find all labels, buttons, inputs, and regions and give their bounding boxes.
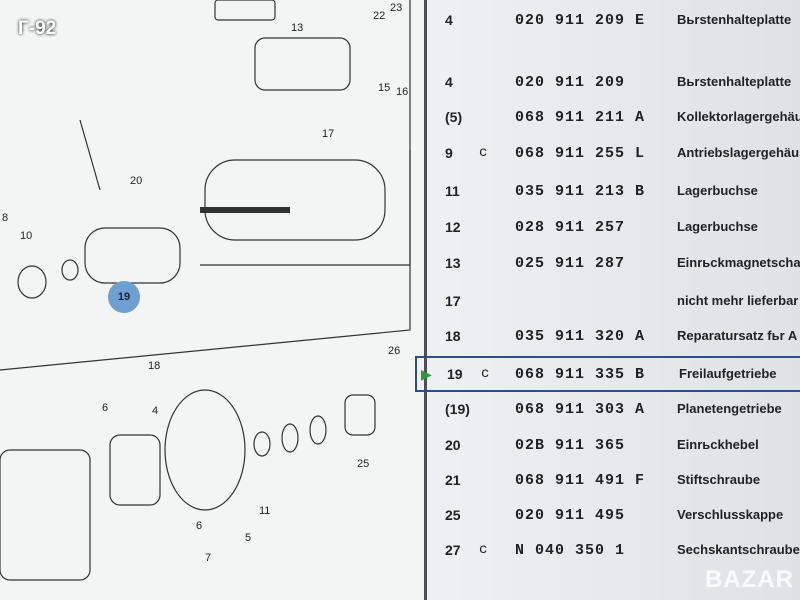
- cell-pos: 19: [447, 366, 463, 382]
- cell-number: 020 911 495: [515, 507, 626, 524]
- callout-8: 8: [2, 212, 9, 224]
- callout-5: 5: [245, 532, 252, 544]
- cell-code: c: [479, 145, 488, 161]
- callout-13: 13: [291, 22, 304, 34]
- table-row[interactable]: 12 028 911 257 Lagerbuchse: [427, 211, 800, 247]
- table-row[interactable]: 9 c 068 911 255 L Antriebslagergehäuse: [427, 137, 800, 173]
- table-row[interactable]: 21 068 911 491 F Stiftschraube: [427, 464, 800, 500]
- cell-pos: 20: [445, 437, 461, 453]
- table-row[interactable]: 4 020 911 209 E Bьrstenhalteplatte: [427, 4, 800, 40]
- cell-number: 068 911 491 F: [515, 472, 646, 489]
- table-row[interactable]: 4 020 911 209 Bьrstenhalteplatte: [427, 66, 800, 102]
- cell-pos: (19): [445, 401, 470, 417]
- callout-4: 4: [152, 405, 159, 417]
- cell-number: 028 911 257: [515, 219, 626, 236]
- callout-6: 6: [102, 402, 109, 414]
- cell-code: c: [479, 542, 488, 558]
- cell-pos: 27: [445, 542, 461, 558]
- cell-desc: Stiftschraube: [677, 472, 761, 487]
- table-row[interactable]: 11 035 911 213 B Lagerbuchse: [427, 175, 800, 211]
- cell-pos: 25: [445, 507, 461, 523]
- callout-15: 15: [378, 82, 391, 94]
- cell-desc: Lagerbuchse: [677, 219, 758, 234]
- table-row[interactable]: 13 025 911 287 Einrьckmagnetschalter: [427, 247, 800, 283]
- cell-pos: 12: [445, 219, 461, 235]
- cell-desc: nicht mehr lieferbar: [677, 293, 799, 308]
- cell-pos: 21: [445, 472, 461, 488]
- cell-desc: Kollektorlagergehäuse: [677, 109, 800, 124]
- watermark: BAZAR: [705, 566, 794, 593]
- callout-20: 20: [130, 175, 143, 187]
- callout-11: 11: [259, 505, 271, 517]
- callout-17: 17: [322, 128, 335, 140]
- exploded-parts-diagram: 13 22 23 15 16 17 20 8 10 19 18 26 6 4 2…: [0, 0, 411, 581]
- cell-pos: (5): [445, 109, 463, 125]
- parts-table: 4 020 911 209 E Bьrstenhalteplatte 4 020 911…: [415, 0, 800, 600]
- table-row[interactable]: 17 nicht mehr lieferbar: [427, 285, 800, 321]
- table-row[interactable]: ▶ 19 c 068 911 335 B Freilaufgetriebe: [415, 356, 800, 392]
- cell-desc: Bьrstenhalteplatte: [677, 12, 792, 27]
- cell-number: 068 911 255 L: [515, 145, 646, 162]
- cell-desc: Einrьckmagnetschalter: [677, 255, 800, 270]
- cell-pos: 13: [445, 255, 461, 271]
- cell-pos: 9: [445, 145, 453, 161]
- overlay-tag: Г-92: [18, 18, 57, 39]
- callout-22: 22: [373, 10, 386, 22]
- selected-row-arrow-icon: ▶: [421, 366, 432, 382]
- cell-pos: 11: [445, 183, 460, 199]
- cell-desc: Bьrstenhalteplatte: [677, 74, 792, 89]
- cell-number: 068 911 303 A: [515, 401, 646, 418]
- cell-desc: Sechskantschraube: [677, 542, 800, 557]
- cell-pos: 17: [445, 293, 461, 309]
- table-row[interactable]: (5) 068 911 211 A Kollektorlagergehäuse: [427, 101, 800, 137]
- cell-number: 068 911 335 B: [515, 366, 646, 383]
- callout-18: 18: [148, 360, 161, 372]
- cell-desc: Reparatursatz fьr A: [677, 328, 798, 343]
- cell-number: 020 911 209: [515, 74, 626, 91]
- cell-desc: Planetengetriebe: [677, 401, 782, 416]
- cell-number: 035 911 320 A: [515, 328, 646, 345]
- callout-16: 16: [396, 86, 409, 98]
- panel-divider[interactable]: [424, 0, 427, 600]
- callout-19-highlight[interactable]: 19: [108, 281, 140, 313]
- cell-code: c: [481, 366, 490, 382]
- cell-desc: Freilaufgetriebe: [679, 366, 777, 381]
- cell-number: 035 911 213 B: [515, 183, 646, 200]
- callout-10: 10: [20, 230, 33, 242]
- callout-7: 7: [205, 552, 212, 564]
- cell-desc: Antriebslagergehäuse: [677, 145, 800, 160]
- cell-number: 020 911 209 E: [515, 12, 646, 29]
- diagram-drawing: [0, 0, 411, 581]
- cell-number: 068 911 211 A: [515, 109, 646, 126]
- cell-desc: Einrьckhebel: [677, 437, 759, 452]
- callout-23: 23: [390, 2, 403, 14]
- table-row[interactable]: 18 035 911 320 A Reparatursatz fьr A: [427, 320, 800, 356]
- cell-number: 025 911 287: [515, 255, 626, 272]
- cell-pos: 18: [445, 328, 461, 344]
- callout-25: 25: [357, 458, 370, 470]
- cell-number: 02B 911 365: [515, 437, 626, 454]
- table-row[interactable]: 27 c N 040 350 1 Sechskantschraube: [427, 534, 800, 570]
- table-row[interactable]: 25 020 911 495 Verschlusskappe: [427, 499, 800, 535]
- callout-6b: 6: [196, 520, 203, 532]
- callout-26: 26: [388, 345, 401, 357]
- cell-pos: 4: [445, 74, 453, 90]
- table-row[interactable]: (19) 068 911 303 A Planetengetriebe: [427, 393, 800, 429]
- cell-desc: Lagerbuchse: [677, 183, 758, 198]
- cell-number: N 040 350 1: [515, 542, 626, 559]
- cell-desc: Verschlusskappe: [677, 507, 784, 522]
- cell-pos: 4: [445, 12, 453, 28]
- table-row[interactable]: 20 02B 911 365 Einrьckhebel: [427, 429, 800, 465]
